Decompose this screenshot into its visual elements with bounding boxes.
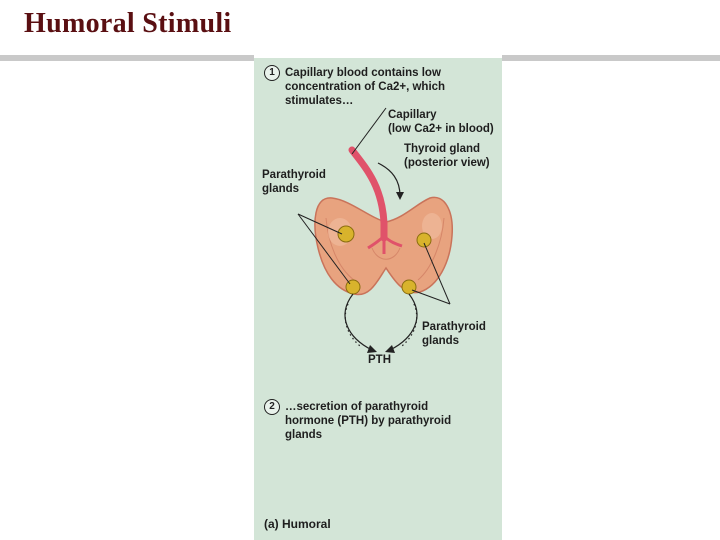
parathyroid-left-label-2: glands bbox=[262, 183, 300, 195]
blood-flow-arrowhead bbox=[396, 192, 404, 200]
diagram-panel: 1 Capillary blood contains low concentra… bbox=[254, 58, 502, 540]
step-1-marker: 1 bbox=[264, 65, 280, 81]
parathyroid-left-label: Parathyroid bbox=[262, 169, 326, 181]
title-rule-right bbox=[502, 55, 720, 61]
title-rule-left bbox=[0, 55, 254, 61]
step-1-line-1: Capillary blood contains low bbox=[285, 67, 441, 79]
pth-secretion-arrows bbox=[344, 293, 418, 353]
capillary-label-detail: (low Ca2+ in blood) bbox=[388, 123, 494, 135]
thyroid-label-detail: (posterior view) bbox=[404, 157, 490, 169]
step-2-marker: 2 bbox=[264, 399, 280, 415]
figure-caption: (a) Humoral bbox=[264, 517, 331, 531]
step-2-line-3: glands bbox=[285, 429, 323, 441]
step-1-line-3: stimulates… bbox=[285, 95, 354, 107]
step-1-line-2: concentration of Ca2+, which bbox=[285, 81, 446, 93]
parathyroid-right-label-2: glands bbox=[422, 335, 460, 347]
parathyroid-illustration bbox=[297, 107, 453, 353]
parathyroid-right-label: Parathyroid bbox=[422, 321, 486, 333]
thyroid-label: Thyroid gland bbox=[404, 143, 481, 155]
step-2-line-1: …secretion of parathyroid bbox=[285, 401, 429, 413]
capillary-label: Capillary bbox=[388, 109, 437, 121]
capillary-vessel bbox=[348, 146, 403, 254]
step-2-line-2: hormone (PTH) by parathyroid bbox=[285, 415, 452, 427]
slide-title: Humoral Stimuli bbox=[24, 8, 232, 39]
leader-lines bbox=[297, 107, 451, 305]
pth-label: PTH bbox=[368, 354, 391, 366]
